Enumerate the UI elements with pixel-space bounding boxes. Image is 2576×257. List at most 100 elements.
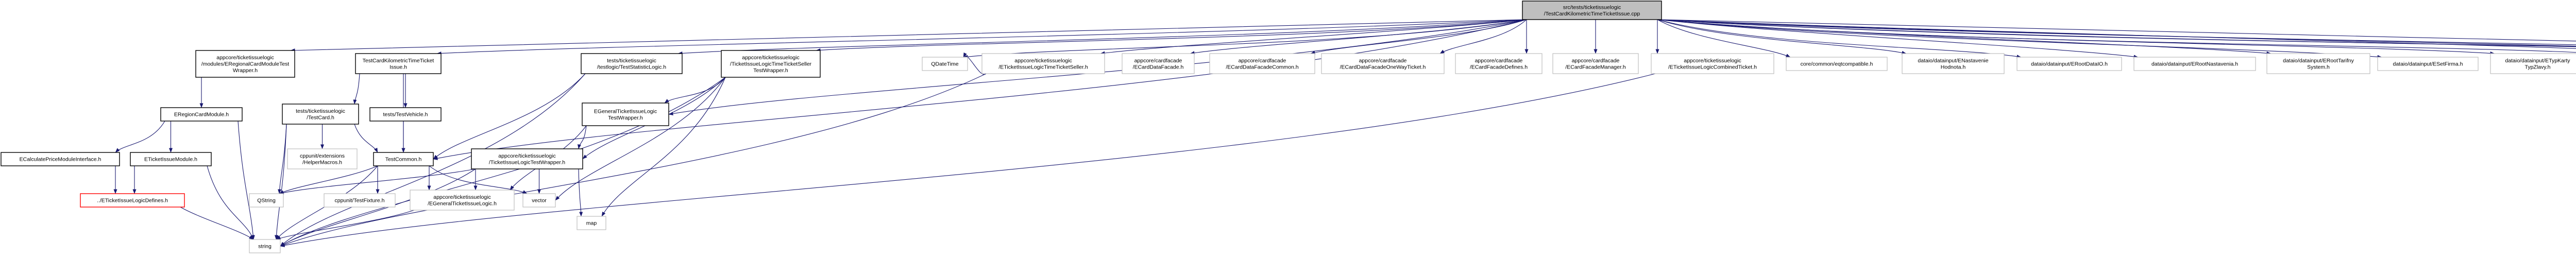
node-label-ecdfoneway: appcore/cardfacade/ECardDataFacadeOneWay… xyxy=(1340,58,1426,71)
include-edge-etiseller-to-string xyxy=(280,73,987,247)
node-box-testcard[interactable] xyxy=(282,104,359,125)
node-box-testvehicle[interactable] xyxy=(369,107,442,122)
node-box-qstring xyxy=(249,193,284,208)
include-edge-testcardkilo_h-to-testcard xyxy=(353,73,360,105)
graph-node-ttseller_testwrapper[interactable]: appcore/ticketissuelogic/TicketIssueLogi… xyxy=(721,50,821,78)
node-box-testcardkilo_h[interactable] xyxy=(355,53,442,74)
graph-node-main[interactable]: src/tests/ticketissuelogic/TestCardKilom… xyxy=(1522,1,1662,20)
node-label-ttseller_testwrapper: appcore/ticketissuelogic/TicketIssueLogi… xyxy=(730,55,812,74)
node-label-eregional_wrapper: appcore/ticketissuelogic/modules/ERegion… xyxy=(201,55,290,74)
graph-node-teststatistic[interactable]: tests/ticketissuelogic/testlogic/TestSta… xyxy=(581,53,683,74)
node-label-ecfdefines: appcore/cardfacade/ECardFacadeDefines.h xyxy=(1470,58,1528,71)
node-box-eroottarifny xyxy=(2266,53,2370,74)
graph-node-testcommon[interactable]: TestCommon.h xyxy=(373,152,434,166)
include-edge-main-to-ecdf xyxy=(1190,19,1527,55)
graph-node-map: map xyxy=(577,216,606,230)
graph-node-testvehicle[interactable]: tests/TestVehicle.h xyxy=(369,107,442,122)
node-box-etypkarty xyxy=(2490,53,2576,74)
graph-node-ecdf: appcore/cardfacade/ECardDataFacade.h xyxy=(1122,53,1195,74)
node-label-main: src/tests/ticketissuelogic/TestCardKilom… xyxy=(1544,4,1640,17)
node-label-eqtcompatible: core/common/eqtcompatible.h xyxy=(1801,61,1873,67)
node-box-egeneraltw[interactable] xyxy=(582,102,669,126)
node-box-ecfmanager xyxy=(1552,53,1639,74)
graph-node-eticketissuemodule[interactable]: ETicketIssueModule.h xyxy=(130,152,212,166)
node-box-etildefines[interactable] xyxy=(80,193,185,208)
node-box-ecalcprice[interactable] xyxy=(1,152,120,166)
node-box-ttseller_testwrapper[interactable] xyxy=(721,50,821,78)
node-box-string xyxy=(249,239,281,253)
include-edge-main-to-erootdataio xyxy=(1657,19,2022,59)
node-box-eticombined xyxy=(1651,53,1774,74)
graph-node-eregioncardmodule[interactable]: ERegionCardModule.h xyxy=(160,107,243,122)
graph-node-erootnastavenia: dataio/datainput/ERootNastavenia.h xyxy=(2133,57,2256,71)
node-label-qdatetime: QDateTime xyxy=(931,61,958,67)
include-edge-main-to-esetfirma xyxy=(1657,19,2382,59)
node-label-string: string xyxy=(258,244,272,250)
node-box-eqtcompatible xyxy=(1786,57,1888,71)
graph-node-egeneraltil: appcore/ticketissuelogic/EGeneralTicketI… xyxy=(410,190,515,211)
include-edge-eregioncardmodule-to-string xyxy=(238,121,255,240)
node-box-eticketissuemodule[interactable] xyxy=(130,152,212,166)
include-edge-tilwrapper-to-map xyxy=(578,168,583,217)
node-box-testcommon[interactable] xyxy=(373,152,434,166)
node-label-ecfmanager: appcore/cardfacade/ECardFacadeManager.h xyxy=(1565,58,1625,71)
include-edge-testcommon-to-string xyxy=(276,165,378,240)
node-label-ecdf: appcore/cardfacade/ECardDataFacade.h xyxy=(1133,58,1184,71)
node-box-qdatetime xyxy=(922,57,968,71)
graph-node-ecfdefines: appcore/cardfacade/ECardFacadeDefines.h xyxy=(1455,53,1543,74)
node-box-esetfirma xyxy=(2377,57,2479,71)
node-label-eticketissuemodule: ETicketIssueModule.h xyxy=(144,157,197,163)
node-label-tilwrapper: appcore/ticketissuelogic/TicketIssueLogi… xyxy=(489,153,565,166)
node-label-map: map xyxy=(586,220,597,227)
graph-node-eregional_wrapper[interactable]: appcore/ticketissuelogic/modules/ERegion… xyxy=(195,50,295,78)
include-edge-teststatistic-to-testcommon xyxy=(433,73,586,160)
graph-node-esetfirma: dataio/datainput/ESetFirma.h xyxy=(2377,57,2479,71)
node-box-ecdfoneway xyxy=(1321,53,1445,74)
include-edge-testcard-to-qstring xyxy=(278,124,287,194)
node-box-teststatistic[interactable] xyxy=(581,53,683,74)
graph-node-string: string xyxy=(249,239,281,253)
graph-node-tilwrapper[interactable]: appcore/ticketissuelogic/TicketIssueLogi… xyxy=(471,148,583,169)
graph-node-testcard[interactable]: tests/ticketissuelogic/TestCard.h xyxy=(282,104,359,125)
node-label-etiseller: appcore/ticketissuelogic/ETicketIssueLog… xyxy=(998,58,1088,71)
include-edge-main-to-egeneraltw xyxy=(668,19,1527,116)
graph-node-helpermacros: cppunit/extensions/HelperMacros.h xyxy=(287,148,358,169)
include-edge-ttseller_testwrapper-to-vector xyxy=(555,77,726,201)
graph-node-etildefines[interactable]: ../ETicketIssueLogicDefines.h xyxy=(80,193,185,208)
node-box-eregional_wrapper[interactable] xyxy=(195,50,295,78)
node-label-esetfirma: dataio/datainput/ESetFirma.h xyxy=(2393,61,2463,67)
node-box-testfixture xyxy=(324,193,396,208)
include-edge-egeneraltw-to-tilwrapper xyxy=(577,125,587,149)
include-edge-main-to-erootnastavenia xyxy=(1657,19,2139,59)
include-edge-eticombined-to-string xyxy=(280,73,1656,247)
node-box-ecdfcommon xyxy=(1209,53,1315,74)
node-box-enastaveniehodnota xyxy=(1902,53,2005,74)
node-label-testvehicle: tests/TestVehicle.h xyxy=(383,112,428,118)
include-edge-ttseller_testwrapper-to-egeneraltw xyxy=(664,77,726,104)
node-box-main[interactable] xyxy=(1522,1,1662,20)
include-edge-ttseller_testwrapper-to-map xyxy=(601,77,726,217)
include-edge-main-to-edatacollection xyxy=(1657,19,2576,47)
graph-node-qstring: QString xyxy=(249,193,284,208)
include-edge-eticketissuemodule-to-string xyxy=(207,165,254,240)
graph-node-eqtcompatible: core/common/eqtcompatible.h xyxy=(1786,57,1888,71)
include-edge-testcard-to-testcommon xyxy=(354,124,378,153)
node-label-ecalcprice: ECalculatePriceModuleInterface.h xyxy=(20,157,101,163)
node-label-vector: vector xyxy=(532,198,547,204)
graph-node-testfixture: cppunit/TestFixture.h xyxy=(324,193,396,208)
graph-node-eticombined: appcore/ticketissuelogic/ETicketIssueLog… xyxy=(1651,53,1774,74)
graph-node-ecalcprice[interactable]: ECalculatePriceModuleInterface.h xyxy=(1,152,120,166)
include-edge-main-to-teststatistic xyxy=(677,19,1527,55)
node-box-tilwrapper[interactable] xyxy=(471,148,583,169)
node-label-testcard: tests/ticketissuelogic/TestCard.h xyxy=(296,108,345,121)
include-edge-main-to-testcommon xyxy=(433,19,1527,160)
node-label-testfixture: cppunit/TestFixture.h xyxy=(335,198,385,204)
node-box-eregioncardmodule[interactable] xyxy=(160,107,243,122)
